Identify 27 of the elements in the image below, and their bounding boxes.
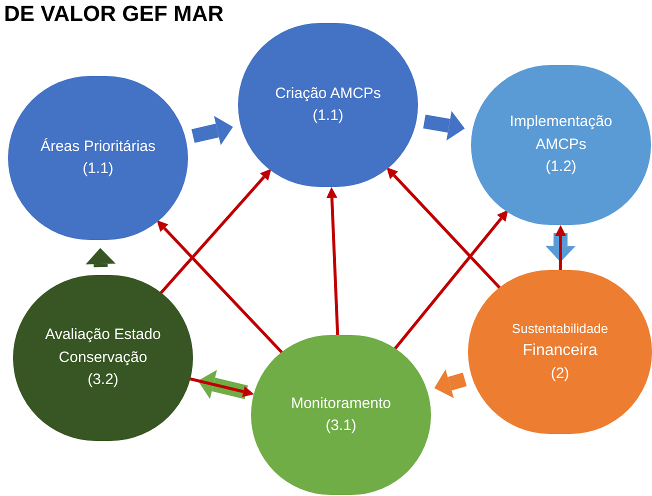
node-label: Áreas Prioritárias — [39, 136, 157, 156]
arrow — [392, 210, 508, 352]
block-arrow — [423, 110, 465, 141]
node-label: Sustentabilidade — [510, 320, 610, 338]
node-label: (3.2) — [86, 370, 120, 390]
arrow — [190, 377, 254, 397]
node-label: Criação AMCPs — [274, 84, 382, 104]
arrow — [156, 220, 284, 355]
arrow — [158, 168, 272, 295]
node-label: (1.2) — [544, 157, 578, 178]
node-label: (3.1) — [324, 416, 358, 436]
node-label: (1.1) — [82, 159, 114, 179]
title: DE VALOR GEF MAR — [4, 0, 224, 28]
block-arrow — [434, 369, 467, 398]
node-label: Implementação AMCPs — [508, 112, 614, 155]
block-arrow — [198, 370, 248, 400]
block-arrow — [546, 232, 576, 262]
node-label: Avaliação Estado Conservação — [44, 325, 162, 368]
block-arrow — [86, 248, 116, 268]
node-label: (1.1) — [312, 106, 344, 126]
block-arrow — [191, 116, 233, 146]
node-label: Financeira — [522, 340, 598, 360]
node-label: Monitoramento — [290, 394, 392, 414]
node-label: (2) — [550, 364, 570, 384]
arrow — [386, 167, 502, 290]
arrow — [555, 225, 566, 270]
arrow — [326, 186, 340, 336]
